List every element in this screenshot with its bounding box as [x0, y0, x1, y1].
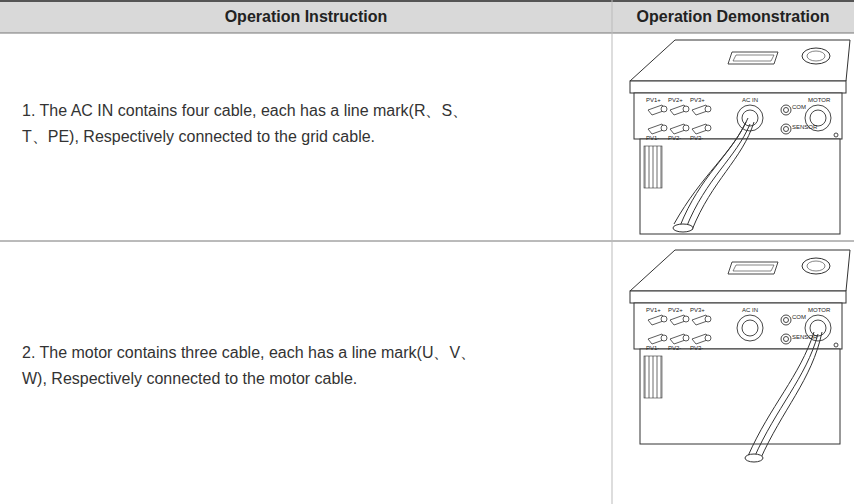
port-label: MOTOR [808, 97, 830, 104]
pv-label: PV3+ [690, 307, 705, 314]
pv-label: PV2+ [668, 97, 683, 104]
pv-label: PV1+ [646, 97, 661, 104]
table-header: Operation Demonstration [637, 8, 830, 26]
table-header: Operation Instruction [225, 8, 388, 26]
port-label: COM [792, 314, 806, 321]
pv-label: PV1- [646, 345, 659, 352]
pv-label: PV1+ [646, 307, 661, 314]
pv-label: PV3- [690, 135, 703, 142]
pv-label: PV3- [690, 345, 703, 352]
table-cell: 1. The AC IN contains four cable, each h… [22, 98, 492, 150]
port-label: AC IN [742, 97, 758, 104]
port-label: SENSOR [792, 334, 817, 341]
pv-label: PV2- [668, 345, 681, 352]
port-label: AC IN [742, 307, 758, 314]
port-label: COM [792, 104, 806, 111]
port-label: SENSOR [792, 124, 817, 131]
pv-label: PV2+ [668, 307, 683, 314]
pv-label: PV2- [668, 135, 681, 142]
pv-label: PV3+ [690, 97, 705, 104]
table-cell: 2. The motor contains three cable, each … [22, 340, 492, 392]
port-label: MOTOR [808, 307, 830, 314]
pv-label: PV1- [646, 135, 659, 142]
